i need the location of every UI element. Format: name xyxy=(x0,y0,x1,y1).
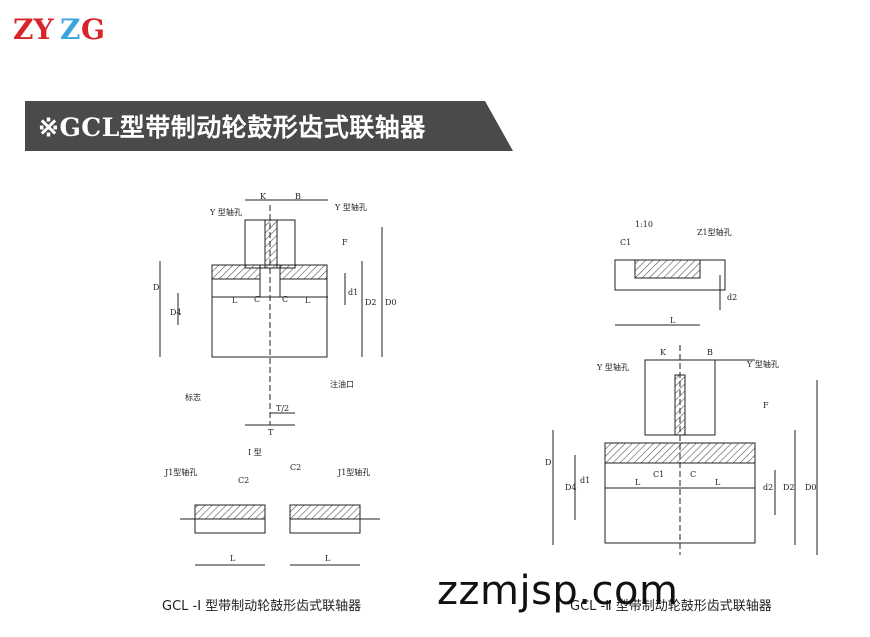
svg-text:G: G xyxy=(81,13,105,44)
watermark: zzmjsp.com xyxy=(437,568,679,614)
d-label-right: D xyxy=(545,458,551,467)
l-top-label: L xyxy=(670,316,676,325)
svg-text:ZY: ZY xyxy=(13,13,54,44)
zyzg-logo: ZY Z G xyxy=(13,13,105,44)
l-right-label-right: L xyxy=(715,478,721,487)
d-label: D xyxy=(153,283,159,292)
d0-label-right: D0 xyxy=(805,483,817,492)
d2-label: D2 xyxy=(365,298,377,307)
oil-label: 注油口 xyxy=(330,379,354,389)
caption-type-ii: GCL -Ⅱ 型带制动轮鼓形齿式联轴器 xyxy=(570,599,772,614)
y-hole-left-right: Y 型轴孔 xyxy=(596,362,629,372)
k-label: K xyxy=(260,192,267,201)
f-label: F xyxy=(342,238,348,247)
type-label: I 型 xyxy=(248,448,262,457)
taper-label: 1:10 xyxy=(635,220,653,229)
k-label-right: K xyxy=(660,348,667,357)
d2-big-label: D2 xyxy=(783,483,795,492)
right-drawing: 1:10 Z1型轴孔 C1 L d2 K B Y 型轴孔 Y 型轴孔 F D D… xyxy=(545,220,818,555)
t-label: T xyxy=(268,428,274,437)
d2-top-label: d2 xyxy=(727,293,737,302)
page-title: ※GCL型带制动轮鼓形齿式联轴器 xyxy=(38,113,426,142)
d4-label-right: D4 xyxy=(565,483,577,492)
l-bottom-right-label: L xyxy=(325,554,331,563)
c-label-right: C xyxy=(690,470,696,479)
c2-right-label: C2 xyxy=(290,463,301,472)
caption-type-i: GCL -Ⅰ 型带制动轮鼓形齿式联轴器 xyxy=(162,599,362,614)
y-hole-right-right: Y 型轴孔 xyxy=(746,359,779,369)
left-drawing: Y 型轴孔 Y 型轴孔 K B F D D4 L C C L d1 D2 D0 … xyxy=(153,192,397,566)
z1-hole-label: Z1型轴孔 xyxy=(697,227,732,237)
d2-small-label: d2 xyxy=(763,483,773,492)
d4-label: D4 xyxy=(170,308,182,317)
c1-mid-label: C1 xyxy=(653,470,664,479)
l-left-label: L xyxy=(232,296,238,305)
y-hole-label-right: Y 型轴孔 xyxy=(334,202,367,212)
l-label-right: L xyxy=(635,478,641,487)
c-right-label: C xyxy=(282,295,288,304)
d0-label: D0 xyxy=(385,298,397,307)
l-bottom-left-label: L xyxy=(230,554,236,563)
d1-label: d1 xyxy=(348,288,358,297)
b-label: B xyxy=(295,192,301,201)
t-half-label: T/2 xyxy=(276,404,289,413)
c-left-label: C xyxy=(254,295,260,304)
j1-left-label: J1型轴孔 xyxy=(164,467,197,477)
svg-text:Z: Z xyxy=(60,13,80,44)
b-label-right: B xyxy=(707,348,713,357)
marker-label: 标志 xyxy=(185,392,201,402)
f-label-right: F xyxy=(763,401,769,410)
y-hole-label-left: Y 型轴孔 xyxy=(209,207,242,217)
l-right-label: L xyxy=(305,296,311,305)
j1-right-label: J1型轴孔 xyxy=(337,467,370,477)
d1-label-right: d1 xyxy=(580,476,590,485)
title-banner xyxy=(25,101,513,151)
c2-left-label: C2 xyxy=(238,476,249,485)
c1-top-label: C1 xyxy=(620,238,631,247)
